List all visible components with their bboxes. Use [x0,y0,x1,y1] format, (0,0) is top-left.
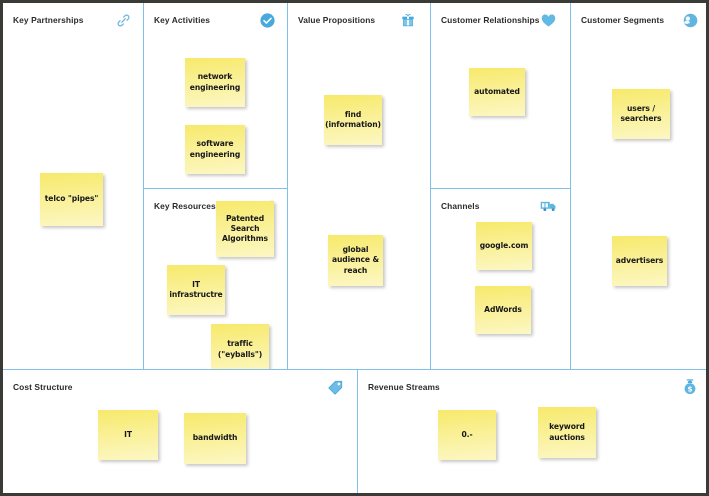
note-adwords[interactable]: AdWords [475,286,531,334]
block-customer-segments[interactable]: Customer Segments users / searchers adve… [571,3,706,369]
note-find-information[interactable]: find (information) [324,95,382,145]
note-global-audience-reach[interactable]: global audience & reach [328,235,383,286]
block-title-value-propositions: Value Propositions [298,15,376,25]
block-customer-relationships[interactable]: Customer Relationships automated [431,3,571,189]
block-title-key-resources: Key Resources [154,201,216,211]
gift-icon [398,10,418,30]
block-title-customer-relationships: Customer Relationships [441,15,540,25]
block-title-customer-segments: Customer Segments [581,15,665,25]
note-it-infrastructure[interactable]: IT infrastructre [167,265,225,315]
note-zero-price[interactable]: 0.- [438,410,496,460]
block-key-partnerships[interactable]: Key Partnerships telco "pipes" [3,3,144,369]
block-key-resources[interactable]: Key Resources Patented Search Algorithms… [144,189,288,369]
note-it[interactable]: IT [98,410,158,460]
block-title-key-activities: Key Activities [154,15,211,25]
block-channels[interactable]: Channels google.com AdWords [431,189,571,369]
note-users-searchers[interactable]: users / searchers [612,89,670,139]
block-key-activities[interactable]: Key Activities network engineering softw… [144,3,288,189]
note-google-com[interactable]: google.com [476,222,532,270]
note-patented-search-algorithms[interactable]: Patented Search Algorithms [216,201,274,257]
check-circle-icon [257,10,277,30]
svg-text:$: $ [687,384,692,393]
note-bandwidth[interactable]: bandwidth [184,413,246,464]
note-automated[interactable]: automated [469,68,525,116]
block-title-channels: Channels [441,201,480,211]
note-keyword-auctions[interactable]: keyword auctions [538,407,596,458]
price-tag-icon [325,377,345,397]
note-advertisers[interactable]: advertisers [612,236,667,286]
note-software-engineering[interactable]: software engineering [185,125,245,174]
block-revenue-streams[interactable]: Revenue Streams $ 0.- keyword auctions [358,369,706,493]
block-title-cost-structure: Cost Structure [13,382,73,392]
block-value-propositions[interactable]: Value Propositions find (information) gl… [288,3,431,369]
user-circle-icon [680,10,700,30]
truck-icon [539,196,559,216]
note-traffic-eyeballs[interactable]: traffic ("eyballs") [211,324,269,369]
block-title-key-partnerships: Key Partnerships [13,15,84,25]
money-bag-icon: $ [680,377,700,397]
heart-icon [538,10,558,30]
note-telco-pipes[interactable]: telco "pipes" [40,173,103,226]
block-title-revenue-streams: Revenue Streams [368,382,440,392]
link-icon [113,10,133,30]
note-network-engineering[interactable]: network engineering [185,58,245,107]
block-cost-structure[interactable]: Cost Structure IT bandwidth [3,369,358,493]
